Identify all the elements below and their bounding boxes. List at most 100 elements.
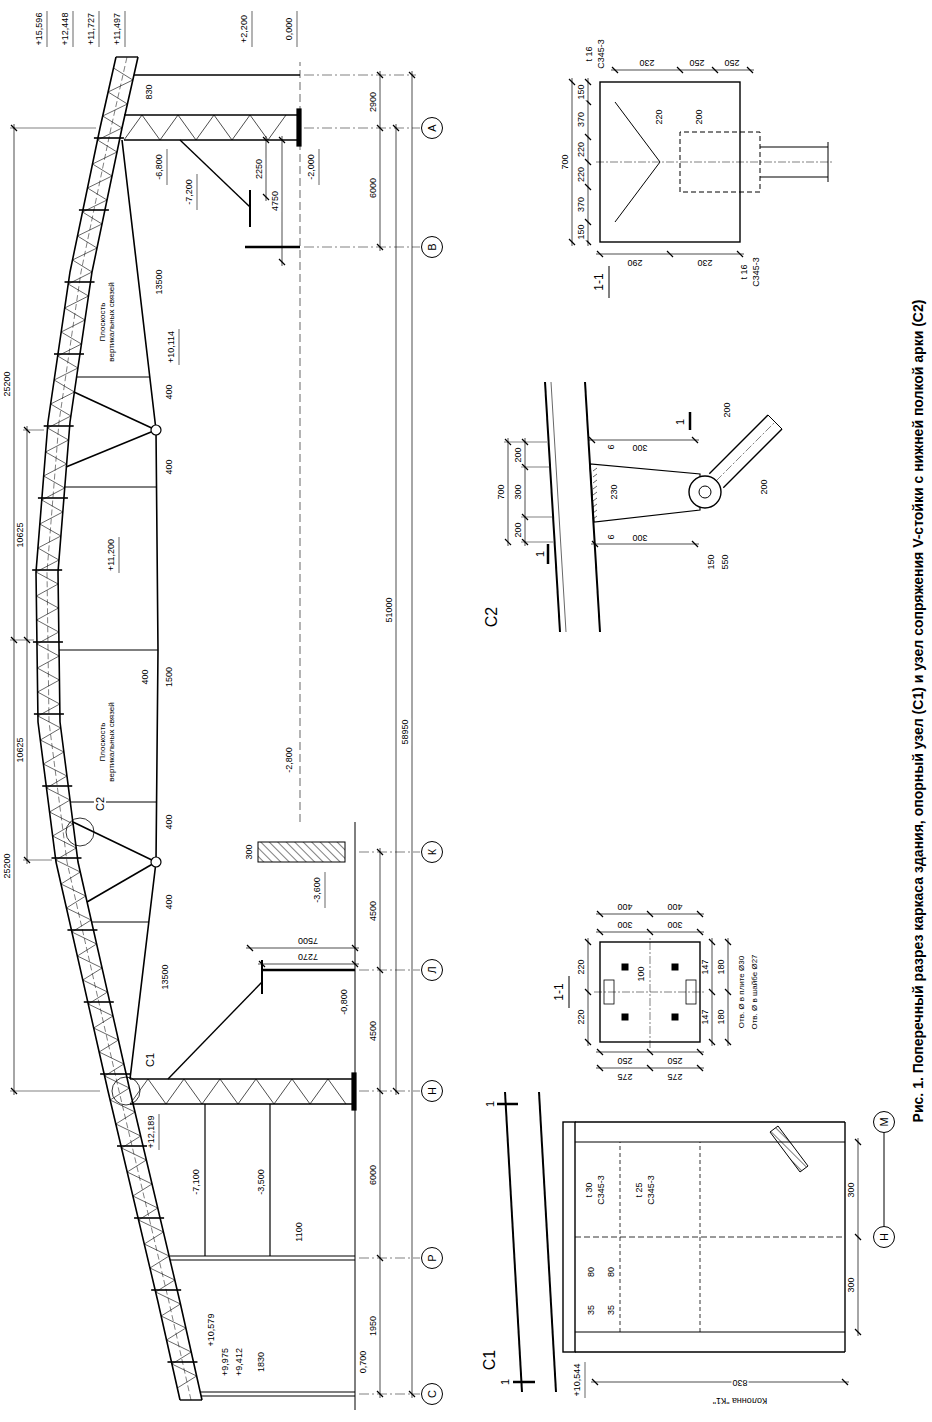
detail-label: 180 bbox=[717, 1008, 727, 1025]
arch-web bbox=[127, 1172, 152, 1184]
v-strut bbox=[66, 430, 156, 467]
arch-web bbox=[88, 188, 108, 200]
detail-label: 80 bbox=[607, 1266, 617, 1278]
lattice-web bbox=[292, 1079, 310, 1104]
arch-flange bbox=[505, 1092, 522, 1392]
arch-ring bbox=[38, 497, 68, 499]
dimension-tick bbox=[647, 1065, 653, 1071]
arch-web bbox=[38, 692, 60, 704]
axis-bubble: К bbox=[421, 841, 443, 863]
sleeve bbox=[680, 132, 760, 192]
extension-line bbox=[10, 128, 96, 129]
center-line bbox=[650, 936, 651, 1048]
arch-web bbox=[56, 860, 81, 872]
detail-label: 275 bbox=[616, 1071, 633, 1081]
column bbox=[201, 1391, 355, 1392]
dimension-label: +12,189 bbox=[147, 1115, 157, 1150]
column-flange bbox=[575, 1351, 845, 1352]
dimension-label: 58950 bbox=[401, 718, 411, 745]
beam bbox=[269, 1104, 270, 1256]
dimension-line bbox=[380, 71, 381, 251]
dimension-tick bbox=[585, 159, 591, 165]
detail-label: 220 bbox=[577, 1008, 587, 1025]
detail-label: 230 bbox=[696, 257, 713, 267]
dimension-tick bbox=[592, 1379, 598, 1385]
arch-web bbox=[43, 752, 63, 764]
dimension-tick bbox=[712, 67, 718, 73]
detail-label: 220 bbox=[655, 108, 665, 125]
arch-web bbox=[110, 1088, 129, 1100]
dimension-label: -3,500 bbox=[257, 1168, 267, 1196]
dimension-label: 25200 bbox=[3, 370, 13, 397]
dimension-tick bbox=[393, 1088, 399, 1094]
detail-label: 150 bbox=[707, 553, 717, 570]
dimension-line bbox=[412, 71, 413, 1398]
arch-web bbox=[40, 740, 64, 752]
elevation-line bbox=[167, 149, 168, 185]
arch-web bbox=[61, 884, 86, 896]
arch-web bbox=[46, 452, 67, 464]
extension-line bbox=[521, 517, 552, 518]
dimension-tick bbox=[597, 911, 603, 917]
lattice-column bbox=[130, 1078, 352, 1079]
arch-web bbox=[144, 1232, 163, 1244]
dimension-label: 300 bbox=[245, 843, 255, 860]
arch-web bbox=[36, 572, 58, 584]
dimension-line bbox=[258, 964, 359, 965]
axis-letter: Н bbox=[879, 1233, 890, 1241]
detail-label: 400 bbox=[666, 901, 683, 911]
arch-web bbox=[83, 968, 102, 980]
dimension-tick bbox=[855, 1329, 861, 1335]
arch-ring bbox=[94, 137, 124, 139]
extension-line bbox=[23, 430, 44, 431]
arch-web bbox=[88, 176, 113, 188]
dimension-tick bbox=[855, 1139, 861, 1145]
detail-label: 1 bbox=[499, 1378, 511, 1386]
arch-web bbox=[94, 1016, 113, 1028]
extension-line bbox=[23, 860, 52, 861]
axis-bubble: М bbox=[873, 1111, 895, 1133]
axis-letter: С bbox=[427, 1390, 438, 1398]
detail-label: +10,544 bbox=[573, 1363, 583, 1398]
dimension-label: +10,579 bbox=[207, 1313, 217, 1348]
arch-web bbox=[53, 824, 73, 836]
detail-label: 35 bbox=[607, 1304, 617, 1316]
dimension-label: +2,200 bbox=[240, 14, 250, 44]
gusset-plate bbox=[590, 464, 700, 522]
dimension-label: +11,497 bbox=[113, 12, 123, 46]
arch-web bbox=[43, 764, 67, 776]
column-cut bbox=[844, 1122, 845, 1352]
detail-label: 250 bbox=[616, 1055, 633, 1065]
column bbox=[170, 1259, 355, 1260]
detail-label: 100 bbox=[637, 965, 647, 982]
dimension-tick bbox=[259, 961, 265, 967]
arch-web bbox=[38, 548, 59, 560]
elevation-line bbox=[297, 11, 298, 47]
detail-label: 300 bbox=[631, 532, 648, 542]
elevation-line bbox=[47, 11, 48, 47]
dimension-tick bbox=[377, 125, 383, 131]
axis-letter: Л bbox=[427, 966, 438, 973]
stiffener bbox=[620, 1142, 621, 1332]
arch-web bbox=[65, 308, 85, 320]
detail-label: 35 bbox=[587, 1304, 597, 1316]
arch-web bbox=[122, 1148, 147, 1160]
arch-web bbox=[44, 464, 67, 476]
dimension-label: 6000 bbox=[369, 177, 379, 199]
arch-web bbox=[78, 224, 103, 236]
dimension-label: 1830 bbox=[257, 1351, 267, 1373]
detail-label: 6 bbox=[607, 443, 617, 450]
dimension-tick bbox=[585, 134, 591, 140]
dimension-line bbox=[14, 124, 15, 1095]
base-plate bbox=[297, 109, 301, 146]
lower-chord bbox=[122, 140, 158, 1079]
pin-node bbox=[151, 857, 161, 867]
dimension-tick bbox=[725, 939, 731, 945]
lattice-web bbox=[130, 1079, 148, 1104]
arch-ring bbox=[32, 569, 62, 571]
arch-web bbox=[44, 476, 65, 488]
dimension-tick bbox=[709, 989, 715, 995]
dimension-tick bbox=[597, 929, 603, 935]
arch-web bbox=[108, 92, 127, 104]
figure-caption: Рис. 1. Поперечный разрез каркаса здания… bbox=[910, 300, 926, 1123]
